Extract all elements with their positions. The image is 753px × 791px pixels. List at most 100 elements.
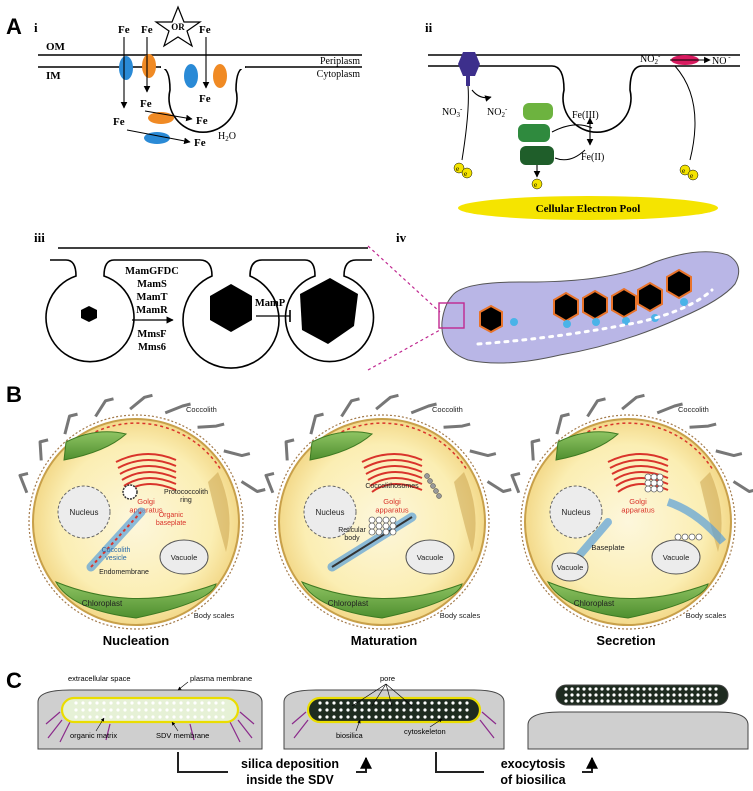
- subpanel-a-i-label: i: [34, 20, 38, 35]
- pore-dot: [714, 687, 718, 691]
- pore-dot: [116, 715, 120, 719]
- pore-dot: [714, 693, 718, 697]
- pore-dot: [437, 708, 441, 712]
- pore-dot: [172, 715, 176, 719]
- pore-dot: [200, 701, 204, 705]
- pore-dot: [708, 699, 712, 703]
- pore-dot: [318, 701, 322, 705]
- pore-dot: [430, 715, 434, 719]
- released-biosilica: [555, 684, 729, 706]
- panel-c-label: C: [6, 668, 22, 693]
- pore-dot: [409, 701, 413, 705]
- pore-dot: [672, 693, 676, 697]
- pore-dot: [151, 701, 155, 705]
- pore-dot: [630, 699, 634, 703]
- pore-dot: [423, 715, 427, 719]
- pore-dot: [374, 708, 378, 712]
- step2-text-line2: of biosilica: [500, 773, 566, 787]
- pore-dot: [81, 715, 85, 719]
- pore-dot: [451, 708, 455, 712]
- pore-dot: [158, 701, 162, 705]
- pore-dot: [360, 708, 364, 712]
- mam-protein: MamR: [136, 305, 168, 316]
- pore-dot: [116, 708, 120, 712]
- nitrite-right-label: NO2-: [640, 52, 661, 66]
- pore-dot: [618, 699, 622, 703]
- pore-dot: [88, 701, 92, 705]
- pore-dot: [388, 715, 392, 719]
- pore-dot: [684, 699, 688, 703]
- pore-dot: [130, 715, 134, 719]
- pore-dot: [582, 687, 586, 691]
- coccolith-shape: [715, 449, 743, 458]
- pore-dot: [81, 708, 85, 712]
- pore-dot: [360, 701, 364, 705]
- cell-label: Body scales: [440, 611, 481, 620]
- pore-dot: [714, 699, 718, 703]
- pore-dot: [353, 708, 357, 712]
- sdv-2: [306, 696, 482, 724]
- electron-pair-left: e e: [453, 162, 473, 179]
- extracellular-label: extracellular space: [68, 674, 131, 683]
- step1-text-line2: inside the SDV: [246, 773, 334, 787]
- pore-dot: [388, 708, 392, 712]
- pore-dot: [207, 708, 211, 712]
- cell-label: Vacuole: [171, 553, 198, 562]
- coccolith-shape: [309, 412, 324, 435]
- pore-dot: [346, 708, 350, 712]
- mms-protein: Mms6: [138, 342, 166, 353]
- cell-label: Coccolith: [186, 405, 217, 414]
- pore-dot: [165, 708, 169, 712]
- dots-blue: [510, 298, 688, 328]
- transporter-orange-2: [213, 64, 227, 88]
- pore-dot: [144, 708, 148, 712]
- pore-dot: [109, 701, 113, 705]
- pore-dot: [367, 715, 371, 719]
- pore-dot: [186, 708, 190, 712]
- pore-dot: [678, 687, 682, 691]
- pore-dot: [409, 715, 413, 719]
- pore-dot: [395, 701, 399, 705]
- pore-dot: [444, 708, 448, 712]
- biosilica-label: biosilica: [336, 731, 364, 740]
- coccolith-shape: [129, 393, 153, 411]
- subpanel-a-i: i OM IM Periplasm Cytoplasm OR Fe Fe: [34, 5, 362, 149]
- pore-dot: [690, 693, 694, 697]
- pore-dot: [367, 701, 371, 705]
- transporter-blue-1: [119, 56, 133, 80]
- pore-dot: [116, 701, 120, 705]
- pore-dot: [702, 687, 706, 691]
- electron-pool-label: Cellular Electron Pool: [536, 203, 641, 215]
- pore-dot: [612, 687, 616, 691]
- pore-dot: [346, 715, 350, 719]
- pore-dot: [374, 715, 378, 719]
- pore-dot: [416, 708, 420, 712]
- electron-pool: [458, 196, 718, 220]
- pore-dot: [678, 693, 682, 697]
- pore-dot: [624, 693, 628, 697]
- pore-dot: [444, 715, 448, 719]
- pore-dot: [353, 715, 357, 719]
- pore-dot: [74, 715, 78, 719]
- pore-dot: [81, 701, 85, 705]
- pore-dot: [346, 701, 350, 705]
- pore-dot: [600, 693, 604, 697]
- pore-dot: [600, 699, 604, 703]
- pore-dot: [325, 715, 329, 719]
- panel-a-label: A: [6, 14, 22, 39]
- pore-dot: [318, 708, 322, 712]
- pore-dot: [339, 701, 343, 705]
- pore-dot: [95, 715, 99, 719]
- electron-single-middle: e: [531, 178, 543, 190]
- organic-matrix-label: organic matrix: [70, 731, 117, 740]
- pore-dot: [437, 701, 441, 705]
- pore-dot: [395, 715, 399, 719]
- coccolith-shape: [410, 402, 437, 415]
- pore-dot: [618, 693, 622, 697]
- mam-protein: MamGFDC: [125, 266, 179, 277]
- coccolith-shape: [63, 412, 78, 435]
- electron-label: e: [456, 165, 459, 173]
